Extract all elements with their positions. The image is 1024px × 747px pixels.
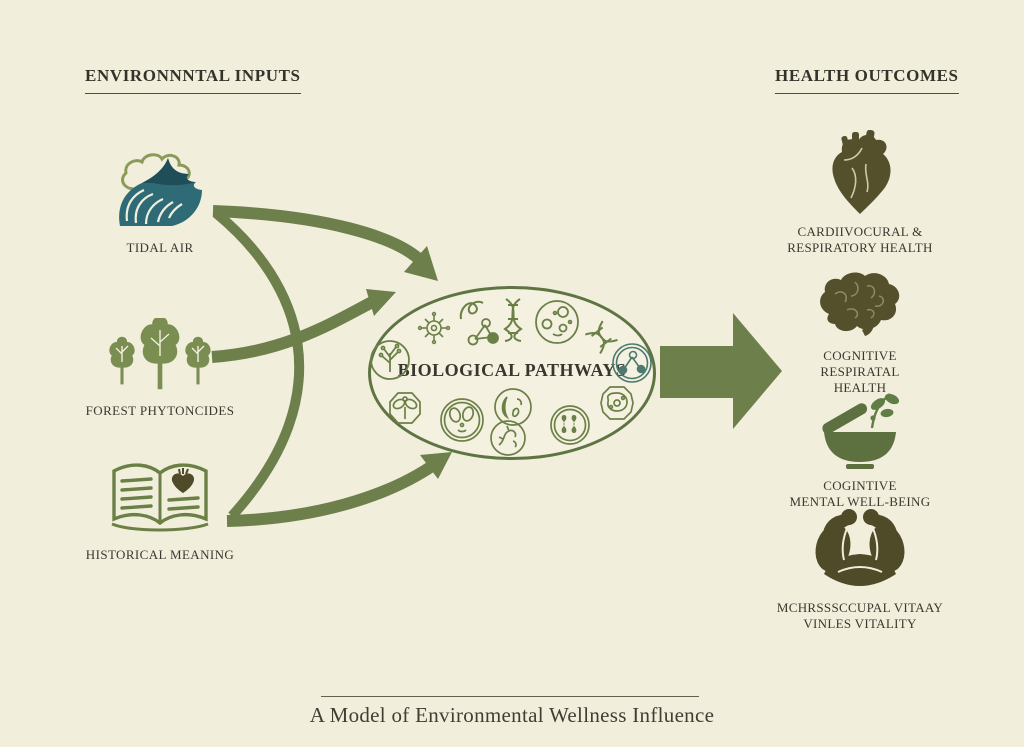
input-label: FOREST PHYTONCIDES (85, 403, 235, 418)
dna-strand-icon (583, 317, 627, 362)
outcome-label: COGINTIVE MENTAL WELL-BEING (789, 478, 931, 509)
forest-arrow (211, 294, 379, 363)
outcome-label: MCHRSSSCCUPAL VITAAY VINLES VITALITY (776, 600, 944, 631)
historical-arrowhead (420, 452, 452, 479)
flexed-arms-icon (815, 509, 905, 586)
plant-circle-icon (369, 339, 411, 386)
input-item-forest-phytoncides: FOREST PHYTONCIDES (75, 318, 245, 419)
input-item-historical-meaning: HISTORICAL MEANING (75, 458, 245, 563)
footer-divider (321, 696, 699, 697)
hexagon-plant-icon (386, 389, 424, 432)
wave-cloud-icon (119, 153, 202, 226)
outcome-label: CARDIIVOCURAL & RESPIRATORY HEALTH (787, 224, 933, 255)
chromosome-circle-icon (549, 404, 591, 451)
cell-organelles-icon (439, 397, 485, 448)
microbe-circle-icon (489, 419, 527, 462)
historical-arrow (226, 459, 439, 527)
outcome-item-cardio: CARDIIVOCURAL & RESPIRATORY HEALTH (760, 130, 960, 256)
forest-trees-icon (109, 318, 211, 390)
forest-arrowhead (366, 289, 396, 316)
input-item-tidal-air: TIDAL AIR (75, 153, 245, 256)
diagram-caption: A Model of Environmental Wellness Influe… (309, 703, 715, 727)
tidal-air-arrowhead (404, 246, 438, 281)
herb-bowl-icon (822, 393, 900, 469)
input-label: HISTORICAL MEANING (85, 547, 235, 562)
outcome-item-cognitive: COGNITIVE RESPIRATAL HEALTH (760, 270, 960, 396)
virus-icon (417, 311, 451, 350)
cell-icon (533, 298, 581, 351)
outcome-item-vitality: MCHRSSSCCUPAL VITAAY VINLES VITALITY (760, 502, 960, 632)
environmental-inputs-header: ENVIRONNNTAL INPUTS (85, 66, 301, 94)
biological-pathways-label: BIOLOGICAL PATHWAYS (397, 360, 627, 380)
squiggle-icon (457, 297, 487, 330)
crescent-cell-icon (493, 387, 533, 432)
outcome-item-mental-wellbeing: COGINTIVE MENTAL WELL-BEING (760, 386, 960, 510)
open-book-heart-icon (111, 463, 209, 532)
molecule-circle-icon (611, 342, 653, 389)
molecule-icon (465, 315, 499, 352)
outcome-label: COGNITIVE RESPIRATAL HEALTH (820, 348, 900, 395)
anatomical-heart-icon (832, 130, 891, 214)
tidal-air-arrow (212, 205, 428, 268)
input-label: TIDAL AIR (126, 240, 194, 255)
pathways-to-outcomes-arrow (660, 313, 782, 429)
dna-helix-icon (499, 297, 527, 348)
biological-pathways-ellipse: BIOLOGICAL PATHWAYS (368, 286, 656, 460)
brain-icon (820, 272, 900, 336)
gear-cell-icon (597, 383, 637, 428)
health-outcomes-header: HEALTH OUTCOMES (775, 66, 959, 94)
